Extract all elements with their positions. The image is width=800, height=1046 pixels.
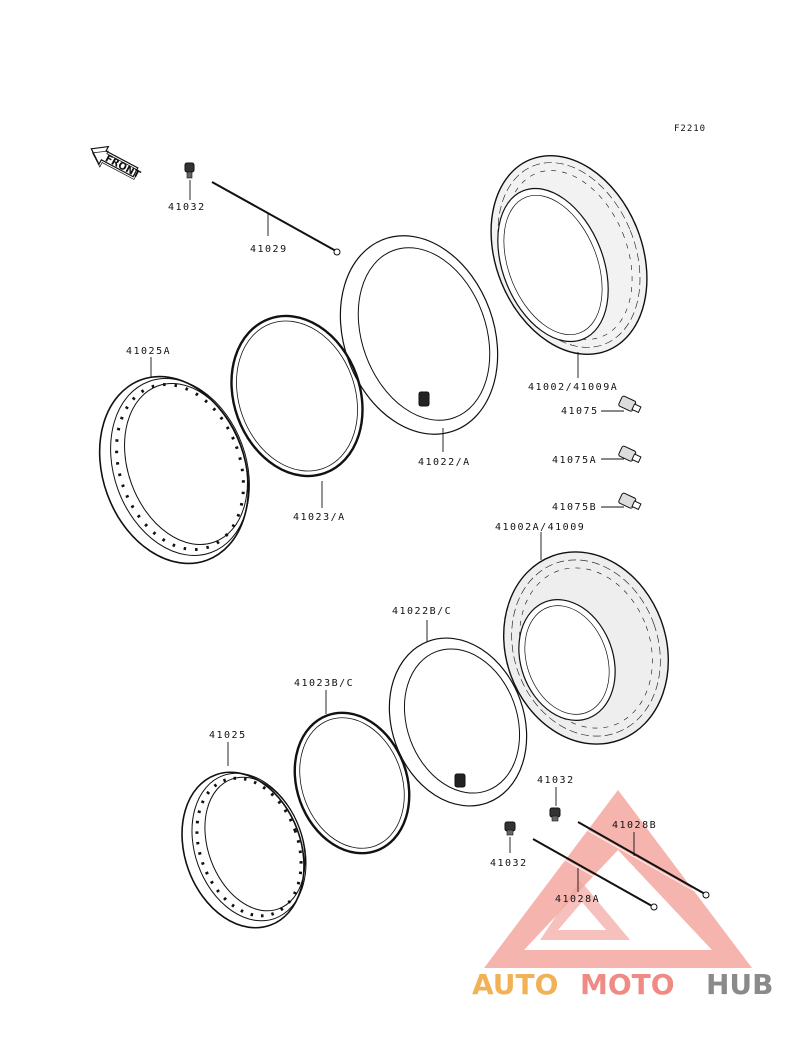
valve-41032-bottom: [504, 821, 516, 836]
valve-cap-41075b: [618, 492, 642, 511]
valve-41032-top: [184, 162, 195, 179]
watermark-auto: AUTO: [472, 968, 558, 1001]
label-41025a: 41025A: [126, 346, 171, 357]
label-41022bc: 41022B/C: [392, 606, 452, 617]
label-41032-bottom: 41032: [490, 858, 528, 869]
label-41028b: 41028B: [612, 820, 657, 831]
valve-cap-41075a: [618, 445, 642, 464]
label-41075: 41075: [561, 406, 599, 417]
rim-band-41023a: [230, 314, 364, 478]
label-41075a: 41075A: [552, 455, 597, 466]
figure-code: F2210: [674, 124, 706, 134]
rim-band-41023bc: [293, 711, 411, 855]
label-41022a: 41022/A: [418, 457, 471, 468]
spoke-41029: [211, 181, 341, 256]
watermark-wordmark: AUTO MOTO HUB: [472, 968, 774, 1001]
label-41025: 41025: [209, 730, 247, 741]
front-arrow-icon: FRONT: [90, 145, 142, 181]
watermark-hub: HUB: [706, 968, 774, 1001]
label-41002: 41002/41009A: [528, 382, 618, 393]
label-41032-right: 41032: [537, 775, 575, 786]
label-41028a: 41028A: [555, 894, 600, 905]
tire-41002: [490, 154, 648, 356]
spoke-41028b: [577, 821, 710, 899]
front-label: FRONT: [103, 153, 142, 181]
valve-cap-41075: [618, 395, 642, 414]
tube-41022a: [339, 235, 499, 435]
rim-41025: [181, 771, 307, 929]
valve-41032-right: [549, 807, 561, 822]
label-41023a: 41023/A: [293, 512, 346, 523]
label-41002a: 41002A/41009: [495, 522, 585, 533]
label-41029: 41029: [250, 244, 288, 255]
label-41032-top: 41032: [168, 202, 206, 213]
spoke-41028a: [532, 838, 658, 911]
tire-41002a: [502, 551, 670, 745]
watermark-moto: MOTO: [580, 968, 675, 1001]
label-41075b: 41075B: [552, 502, 597, 513]
tube-41022bc: [388, 637, 528, 807]
watermark-logo: [484, 790, 752, 968]
rim-41025a: [98, 375, 250, 565]
label-41023bc: 41023B/C: [294, 678, 354, 689]
